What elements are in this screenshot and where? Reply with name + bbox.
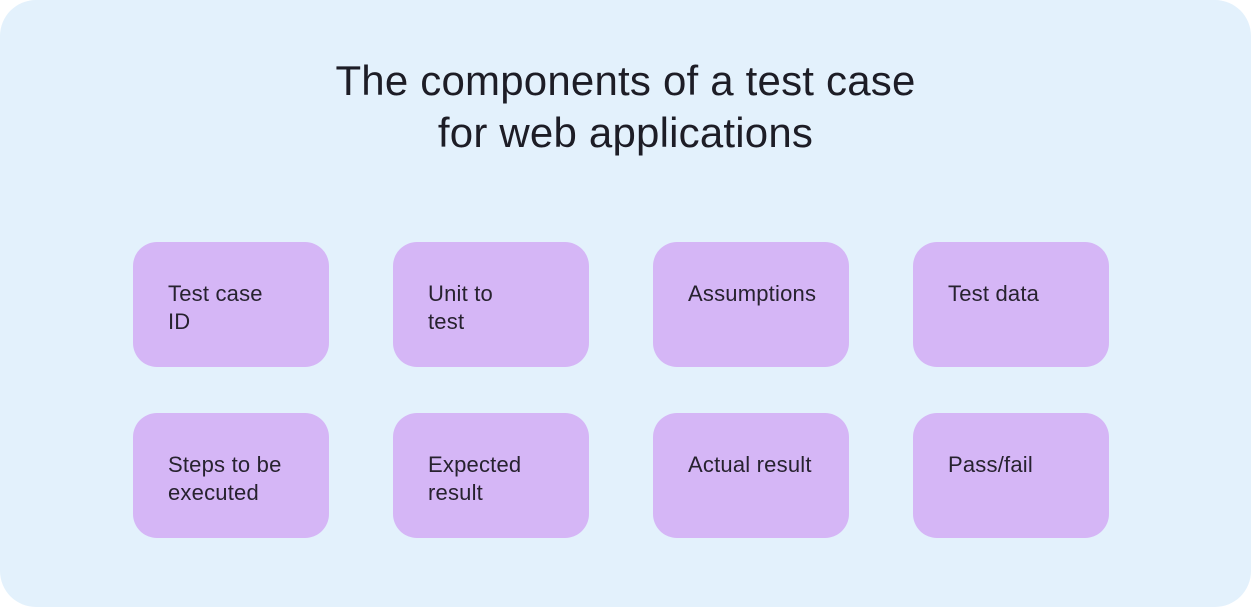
diagram-title: The components of a test case for web ap…	[335, 57, 916, 156]
cards-grid: Test case ID Unit to test Assumptions Te…	[133, 242, 1251, 538]
card-test-data: Test data	[913, 242, 1109, 367]
card-actual-result: Actual result	[653, 413, 849, 538]
card-label-pass-fail: Pass/fail	[948, 452, 1033, 477]
card-label-actual-result: Actual result	[688, 452, 812, 477]
card-label-assumptions: Assumptions	[688, 281, 817, 306]
card-label-steps-to-be-executed: Steps to be executed	[168, 452, 282, 505]
card-test-case-id: Test case ID	[133, 242, 329, 367]
card-assumptions: Assumptions	[653, 242, 849, 367]
card-label-test-data: Test data	[948, 281, 1040, 306]
card-label-test-case-id: Test case ID	[168, 281, 263, 334]
card-expected-result: Expected result	[393, 413, 589, 538]
card-pass-fail: Pass/fail	[913, 413, 1109, 538]
card-steps-to-be-executed: Steps to be executed	[133, 413, 329, 538]
card-label-unit-to-test: Unit to test	[428, 281, 493, 334]
card-label-expected-result: Expected result	[428, 452, 522, 505]
card-unit-to-test: Unit to test	[393, 242, 589, 367]
